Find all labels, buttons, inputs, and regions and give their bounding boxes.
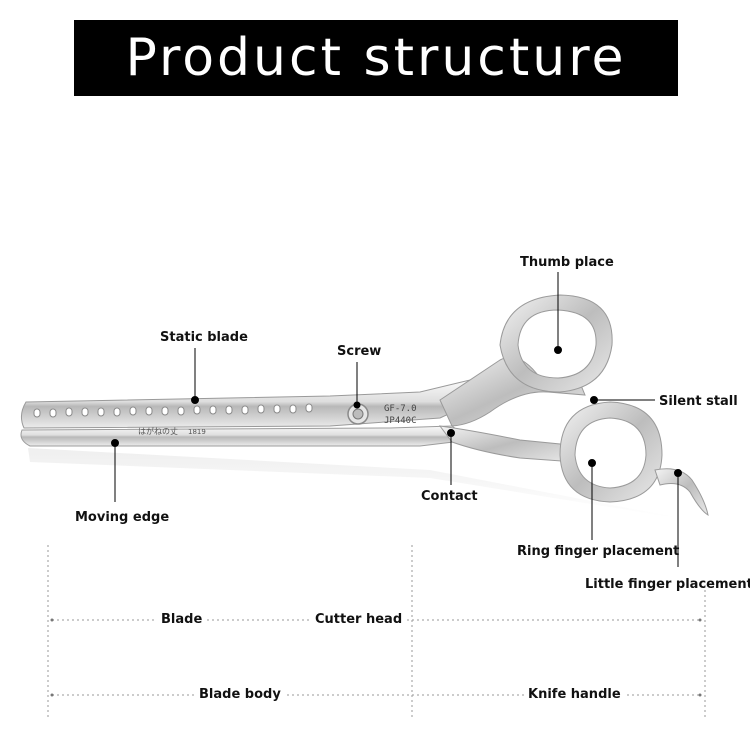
section-label-knife-handle: Knife handle xyxy=(524,687,625,702)
label-static-blade: Static blade xyxy=(160,330,248,345)
label-little-finger-placement: Little finger placement xyxy=(585,577,750,592)
thumb-ring xyxy=(499,294,613,393)
steel-engraving: JP440C xyxy=(384,416,417,426)
label-screw: Screw xyxy=(337,344,382,359)
section-label-blade-body: Blade body xyxy=(195,687,285,702)
label-moving-edge: Moving edge xyxy=(75,510,170,525)
static-blade xyxy=(20,379,491,429)
ring-finger-ring xyxy=(559,401,663,503)
label-ring-finger-placement: Ring finger placement xyxy=(517,544,680,559)
reflection xyxy=(28,448,690,520)
label-thumb-place: Thumb place xyxy=(520,255,614,270)
lower-handle xyxy=(438,425,576,463)
label-silent-stall: Silent stall xyxy=(659,394,738,409)
moving-blade xyxy=(20,425,472,447)
label-contact: Contact xyxy=(421,489,478,504)
section-label-blade: Blade xyxy=(157,612,207,627)
section-guide-ends xyxy=(50,618,702,697)
screw-center xyxy=(352,408,364,420)
callouts xyxy=(111,272,682,567)
title-banner: Product structure xyxy=(74,20,678,96)
model-engraving: GF-7.0 xyxy=(384,404,417,414)
thinning-teeth xyxy=(33,403,313,418)
brand-engraving: はがねの丈 xyxy=(138,426,178,436)
brand-code-engraving: 1819 xyxy=(188,428,206,436)
finger-tang xyxy=(654,468,709,517)
section-label-cutter-head: Cutter head xyxy=(311,612,407,627)
page-title: Product structure xyxy=(125,28,627,88)
